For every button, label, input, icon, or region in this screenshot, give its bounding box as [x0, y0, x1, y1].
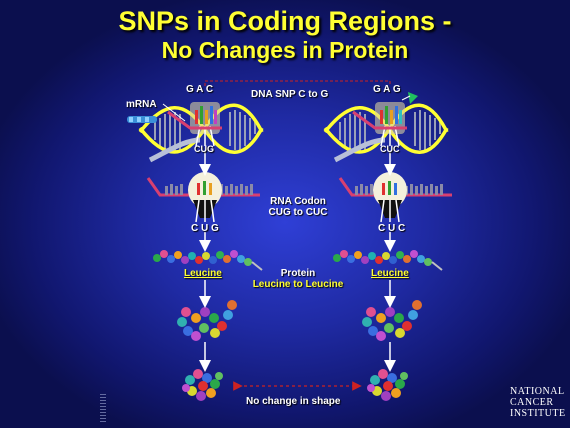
rna-codon-title: RNA Codon CUG to CUC: [260, 196, 336, 218]
right-final-protein: [367, 369, 408, 401]
left-rna-codon: C U G: [191, 223, 219, 234]
left-protein-chain: [153, 250, 263, 271]
protein-change-title-line1: Protein: [280, 268, 316, 279]
protein-change-title-line2: Leucine to Leucine: [252, 279, 344, 290]
title-line-1: SNPs in Coding Regions -: [118, 6, 452, 36]
title-line-2: No Changes in Protein: [161, 37, 409, 63]
right-ribosome: [338, 172, 452, 223]
logo-line-3: INSTITUTE: [510, 408, 566, 419]
left-dna-codon: G A C: [186, 84, 214, 95]
right-protein-chain: [333, 250, 443, 271]
left-final-protein: [182, 369, 223, 401]
right-mrna-strand: [352, 110, 407, 130]
left-mrna-codon: CUG: [194, 144, 214, 154]
protein-change-title: Protein Leucine to Leucine: [246, 268, 350, 290]
right-rna-codon: C U C: [378, 223, 406, 234]
shape-label: No change in shape: [246, 396, 341, 407]
dna-snp-label: DNA SNP C to G: [251, 89, 329, 100]
right-amino-acid-label: Leucine: [371, 268, 409, 279]
right-folded-protein: [362, 300, 422, 341]
mrna-tag-icon: [127, 116, 157, 123]
mrna-label: mRNA: [126, 99, 157, 110]
right-active-site: [375, 102, 405, 147]
right-mrna-codon: CUC: [380, 144, 400, 154]
left-mrna-strand: [162, 103, 222, 130]
right-dna-codon: G A G: [373, 84, 401, 95]
left-folded-protein: [177, 300, 237, 341]
snp-marker-icon: [401, 92, 418, 104]
rna-codon-title-line2: CUG to CUC: [268, 207, 328, 218]
logo-line-2: CANCER: [510, 397, 554, 408]
nci-logo: NATIONAL CANCER INSTITUTE: [510, 386, 566, 419]
left-amino-acid-label: Leucine: [184, 268, 222, 279]
vertical-credit-text: [100, 392, 106, 422]
rna-codon-title-line1: RNA Codon: [270, 196, 326, 207]
snp-dashed-connector: [204, 80, 391, 86]
left-active-site: [190, 102, 220, 147]
left-ribosome: [146, 172, 260, 223]
logo-line-1: NATIONAL: [510, 386, 565, 397]
